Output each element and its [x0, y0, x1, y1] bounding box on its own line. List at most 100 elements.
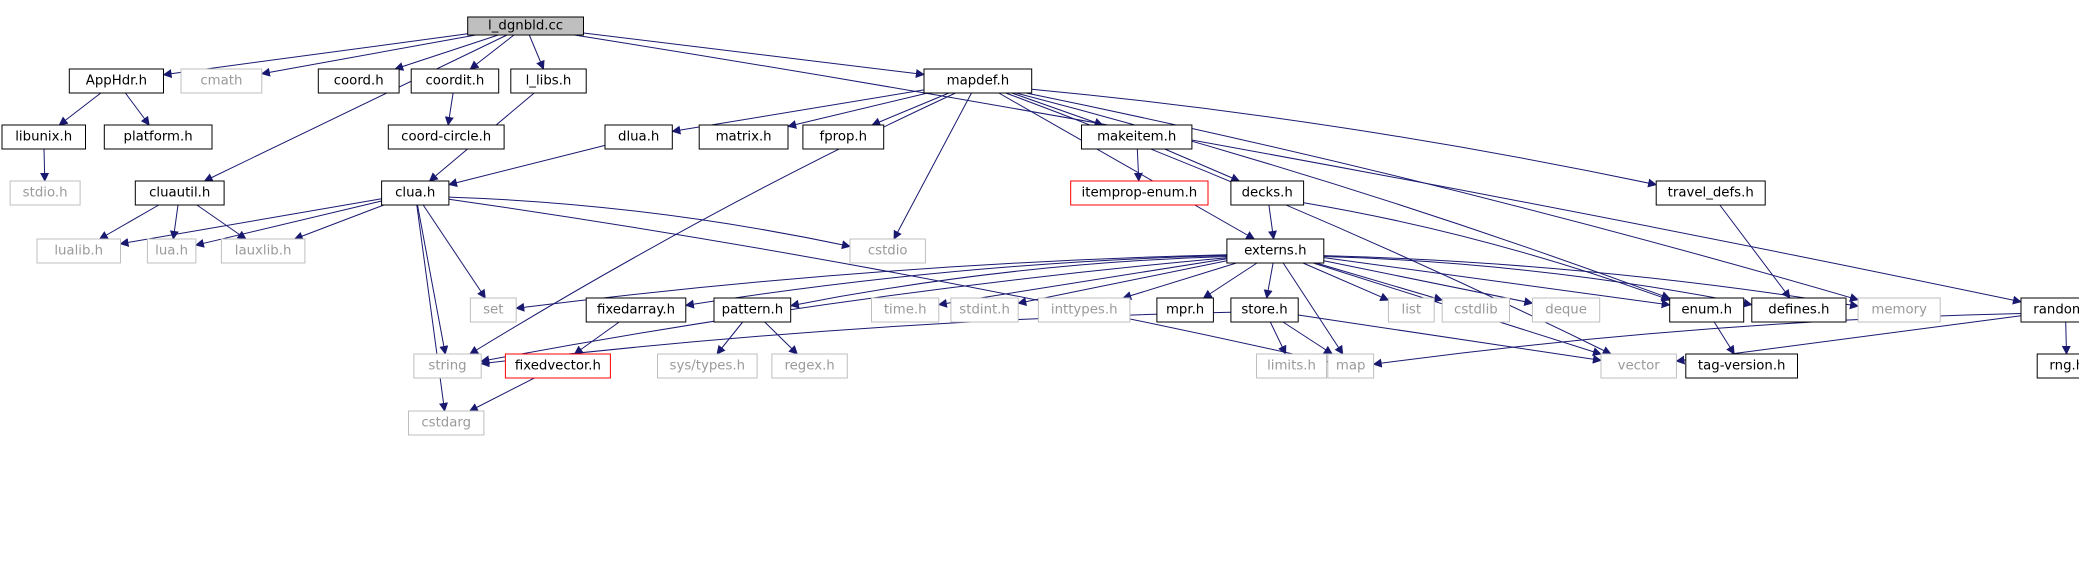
- node-label: defines.h: [1768, 303, 1829, 318]
- node-box: [387, 124, 505, 150]
- node-label: rng.h: [2049, 359, 2079, 374]
- node-box: [1256, 353, 1327, 379]
- node-label: cstdlib: [1454, 303, 1498, 318]
- node-sys-types: sys/types.h: [657, 353, 758, 379]
- node-label: travel_defs.h: [1668, 186, 1754, 201]
- node-label: tag-version.h: [1698, 359, 1786, 374]
- node-l-libs[interactable]: l_libs.h: [510, 68, 587, 94]
- node-box: [146, 238, 197, 264]
- node-box: [771, 353, 848, 379]
- node-platform[interactable]: platform.h: [103, 124, 213, 150]
- node-box: [1230, 297, 1299, 323]
- node-label: coord-circle.h: [401, 130, 491, 145]
- edge-l_dgnbld-to-mapdef: [583, 32, 925, 78]
- node-travel-defs[interactable]: travel_defs.h: [1655, 180, 1766, 206]
- node-externs[interactable]: externs.h: [1226, 238, 1325, 264]
- node-box: [1037, 297, 1131, 323]
- node-box: [381, 180, 450, 206]
- node-mapdef[interactable]: mapdef.h: [923, 68, 1033, 94]
- node-random[interactable]: random.h: [2020, 297, 2079, 323]
- edge-l_dgnbld-to-random: [574, 34, 2022, 305]
- node-box: [1655, 180, 1766, 206]
- node-map: map: [1327, 353, 1375, 379]
- node-cstdlib: cstdlib: [1441, 297, 1510, 323]
- node-box: [467, 16, 585, 36]
- node-box: [871, 297, 940, 323]
- node-string: string: [413, 353, 482, 379]
- node-box: [504, 353, 611, 379]
- edge-l_dgnbld-to-coord: [394, 34, 499, 71]
- node-label: AppHdr.h: [86, 74, 147, 89]
- node-fixedarray[interactable]: fixedarray.h: [585, 297, 687, 323]
- node-box: [923, 68, 1033, 94]
- node-box: [408, 410, 485, 436]
- node-makeitem[interactable]: makeitem.h: [1081, 124, 1193, 150]
- node-label: limits.h: [1267, 359, 1316, 374]
- node-label: map: [1336, 359, 1366, 374]
- node-tag-version[interactable]: tag-version.h: [1685, 353, 1799, 379]
- node-decks[interactable]: decks.h: [1230, 180, 1305, 206]
- edge-externs-to-stdint: [1017, 260, 1227, 306]
- node-vector: vector: [1600, 353, 1677, 379]
- node-libunix[interactable]: libunix.h: [1, 124, 86, 150]
- node-label: mpr.h: [1166, 303, 1204, 318]
- node-deque: deque: [1531, 297, 1601, 323]
- edge-libunix-to-stdio: [40, 148, 50, 182]
- edge-mapdef-to-enum: [1015, 92, 1671, 300]
- node-box: [9, 180, 81, 206]
- node-box: [802, 124, 885, 150]
- node-coordit[interactable]: coordit.h: [410, 68, 500, 94]
- node-store[interactable]: store.h: [1230, 297, 1299, 323]
- node-itemprop-enum: itemprop-enum.h: [1070, 180, 1209, 206]
- node-box: [510, 68, 587, 94]
- node-clua[interactable]: clua.h: [381, 180, 450, 206]
- node-apphdr[interactable]: AppHdr.h: [68, 68, 164, 94]
- node-coord[interactable]: coord.h: [317, 68, 400, 94]
- edge-clua-to-lua: [194, 200, 382, 248]
- node-stdio: stdio.h: [9, 180, 81, 206]
- edge-mapdef-to-travel_defs: [1031, 88, 1658, 188]
- node-coord-circle[interactable]: coord-circle.h: [387, 124, 505, 150]
- edge-mapdef-to-makeitem: [1011, 92, 1104, 127]
- node-mpr[interactable]: mpr.h: [1156, 297, 1214, 323]
- edge-decks-to-enum: [1303, 202, 1671, 302]
- node-label: stdint.h: [959, 303, 1010, 318]
- node-rng[interactable]: rng.h: [2036, 353, 2079, 379]
- node-enum[interactable]: enum.h: [1669, 297, 1745, 323]
- node-cluautil[interactable]: cluautil.h: [134, 180, 225, 206]
- node-pattern[interactable]: pattern.h: [713, 297, 792, 323]
- node-label: set: [483, 303, 503, 318]
- node-dlua[interactable]: dlua.h: [604, 124, 673, 150]
- node-defines[interactable]: defines.h: [1751, 297, 1847, 323]
- node-box: [1230, 180, 1305, 206]
- node-fprop[interactable]: fprop.h: [802, 124, 885, 150]
- node-box: [134, 180, 225, 206]
- node-label: lualib.h: [54, 244, 103, 259]
- edge-random-to-rng: [2061, 321, 2071, 355]
- node-l-dgnbld[interactable]: l_dgnbld.cc: [467, 16, 585, 36]
- node-label: clua.h: [395, 186, 435, 201]
- node-matrix[interactable]: matrix.h: [698, 124, 789, 150]
- node-box: [849, 238, 926, 264]
- edge-decks-to-externs: [1268, 204, 1277, 240]
- node-label: regex.h: [784, 359, 834, 374]
- edge-store-to-limits: [1269, 321, 1287, 355]
- edge-coordit-to-coord_circle: [444, 92, 454, 126]
- node-limits: limits.h: [1256, 353, 1327, 379]
- node-box: [1070, 180, 1209, 206]
- node-label: enum.h: [1681, 303, 1732, 318]
- edge-l_dgnbld-to-cmath: [260, 34, 476, 77]
- edge-clua-to-cstdarg: [416, 204, 448, 412]
- edge-fixedarray-to-fixedvector: [573, 321, 620, 355]
- node-label: mapdef.h: [947, 74, 1010, 89]
- node-label: random.h: [2033, 303, 2079, 318]
- node-label: list: [1402, 303, 1422, 318]
- node-label: platform.h: [124, 130, 193, 145]
- node-label: coordit.h: [425, 74, 484, 89]
- node-label: dlua.h: [618, 130, 659, 145]
- node-box: [698, 124, 789, 150]
- node-label: cluautil.h: [149, 186, 210, 201]
- node-inttypes: inttypes.h: [1037, 297, 1131, 323]
- node-regex: regex.h: [771, 353, 848, 379]
